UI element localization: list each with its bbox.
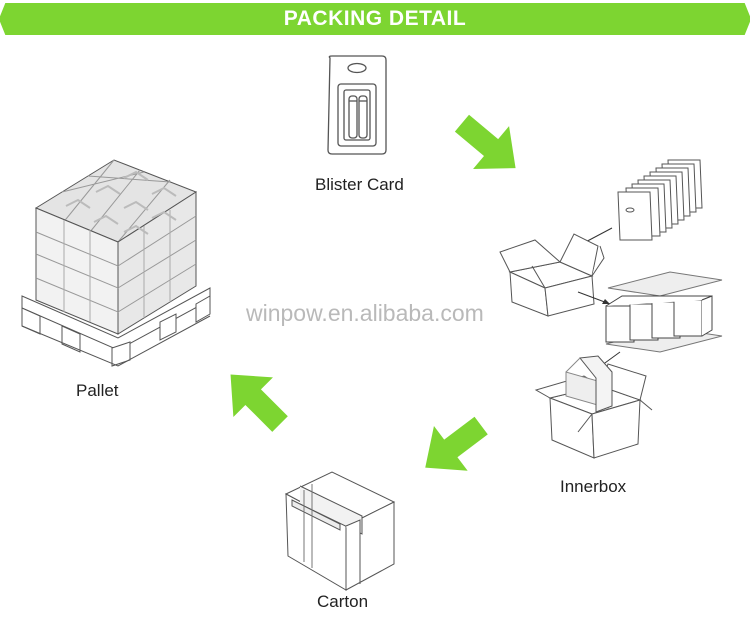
watermark-text: winpow.en.alibaba.com <box>246 300 484 326</box>
carton-illustration <box>284 471 396 591</box>
blister-card-illustration <box>327 55 387 155</box>
card-stack-illustration <box>617 159 703 241</box>
label-blister-card: Blister Card <box>315 175 404 194</box>
banner-background <box>0 3 750 35</box>
arrow-blister-to-innerbox <box>443 101 534 190</box>
pallet-illustration <box>21 159 211 367</box>
label-carton: Carton <box>317 592 369 611</box>
divider-layer-illustration <box>605 271 723 353</box>
arrow-carton-to-pallet <box>210 354 300 444</box>
open-box-illustration <box>499 233 605 317</box>
arrow-innerbox-to-carton <box>408 403 499 491</box>
label-innerbox: Innerbox <box>560 477 627 496</box>
page-title: PACKING DETAIL <box>283 7 467 30</box>
label-pallet: Pallet <box>76 381 119 400</box>
title-banner: PACKING DETAIL <box>0 0 750 38</box>
innerbox-illustration <box>534 355 653 459</box>
